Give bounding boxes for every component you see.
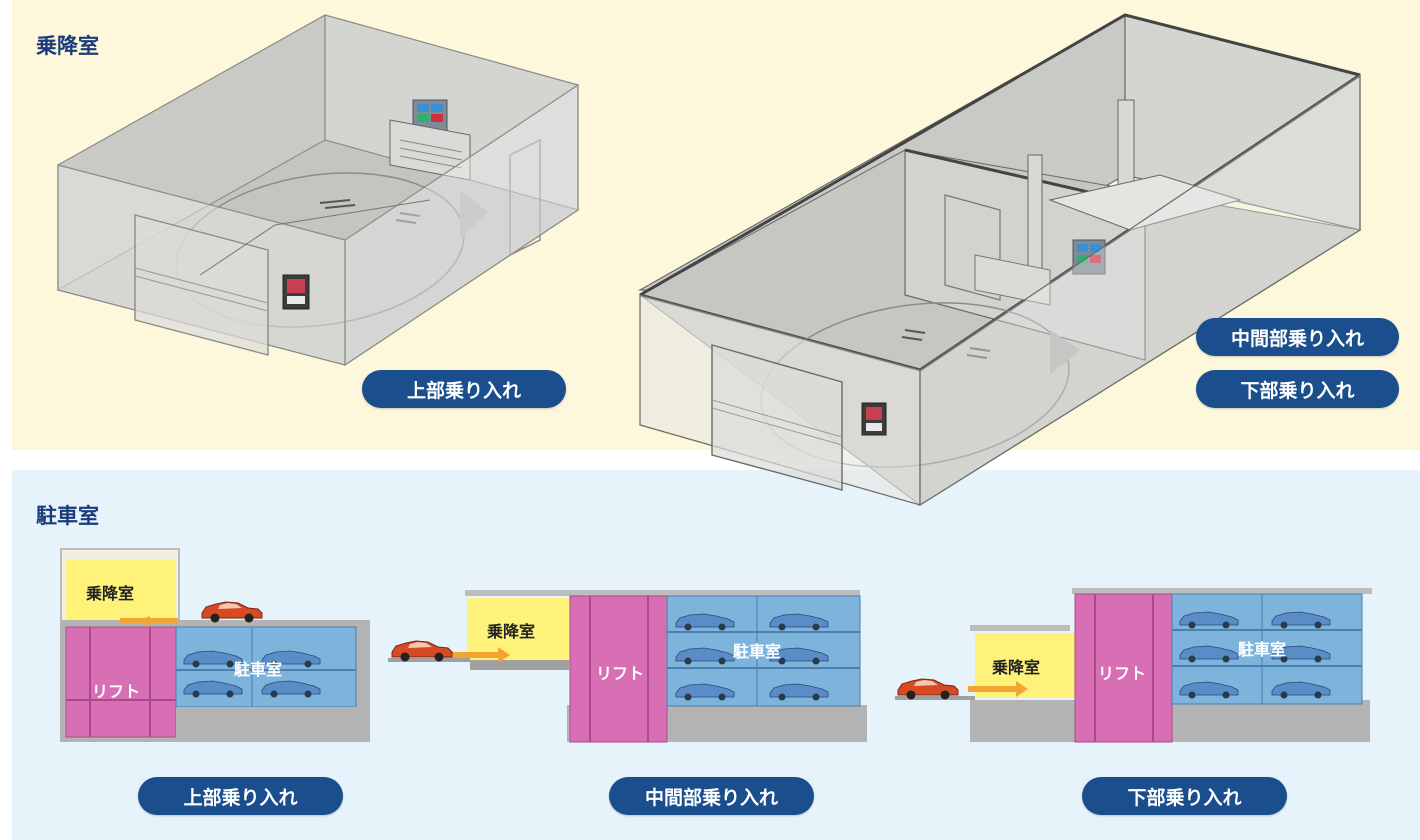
diagram-upper-entry <box>60 548 370 742</box>
diagram2-lift-label: リフト <box>596 664 645 683</box>
diagram1-lift-label: リフト <box>92 682 141 701</box>
diagram3-parking-label: 駐車室 <box>1238 640 1287 659</box>
diagram2-room-label: 乗降室 <box>487 622 536 641</box>
lower-entry-badge: 下部乗り入れ <box>1196 370 1399 408</box>
diagram3-room-label: 乗降室 <box>992 658 1041 677</box>
diagram1-room-label: 乗降室 <box>86 584 135 603</box>
middle-lower-entry-room-3d <box>637 13 1362 507</box>
diagram1-parking-label: 駐車室 <box>234 660 283 679</box>
diagram3-caption-badge: 下部乗り入れ <box>1082 777 1287 815</box>
top-section-title: 乗降室 <box>36 34 99 58</box>
diagram-middle-entry <box>388 590 867 743</box>
diagram3-lift-label: リフト <box>1098 664 1147 683</box>
diagram2-caption-badge: 中間部乗り入れ <box>609 777 814 815</box>
upper-entry-room-3d <box>56 13 580 367</box>
upper-entry-badge: 上部乗り入れ <box>362 370 566 408</box>
middle-entry-badge: 中間部乗り入れ <box>1196 318 1399 356</box>
diagram2-parking-label: 駐車室 <box>733 642 782 661</box>
bottom-section-title: 駐車室 <box>36 504 99 528</box>
diagram1-caption-badge: 上部乗り入れ <box>138 777 343 815</box>
diagram-lower-entry <box>895 588 1372 743</box>
